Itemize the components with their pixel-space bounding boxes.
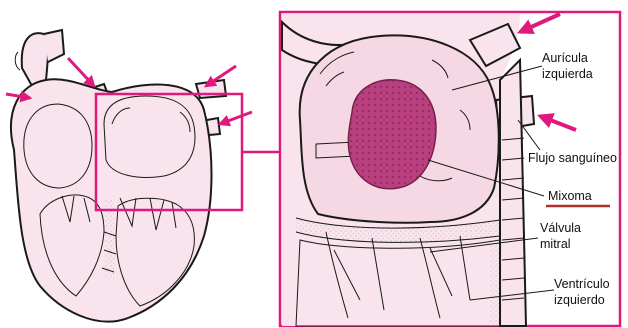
enlarged-panel: Aurícula izquierda Flujo sanguíneo Mixom…: [280, 12, 620, 326]
label-valvula-line2: mitral: [540, 237, 571, 251]
label-valvula-line1: Válvula: [540, 221, 581, 235]
tumor-icon: [348, 80, 436, 189]
label-mixoma: Mixoma: [548, 189, 592, 203]
label-flujo: Flujo sanguíneo: [528, 151, 617, 165]
label-auricula-line1: Aurícula: [542, 51, 588, 65]
label-ventriculo-line1: Ventrículo: [554, 277, 610, 291]
small-heart-illustration: [11, 30, 226, 322]
label-auricula-line2: izquierda: [542, 67, 593, 81]
label-ventriculo-line2: izquierdo: [554, 293, 605, 307]
flow-arrow-icon: [220, 112, 252, 124]
